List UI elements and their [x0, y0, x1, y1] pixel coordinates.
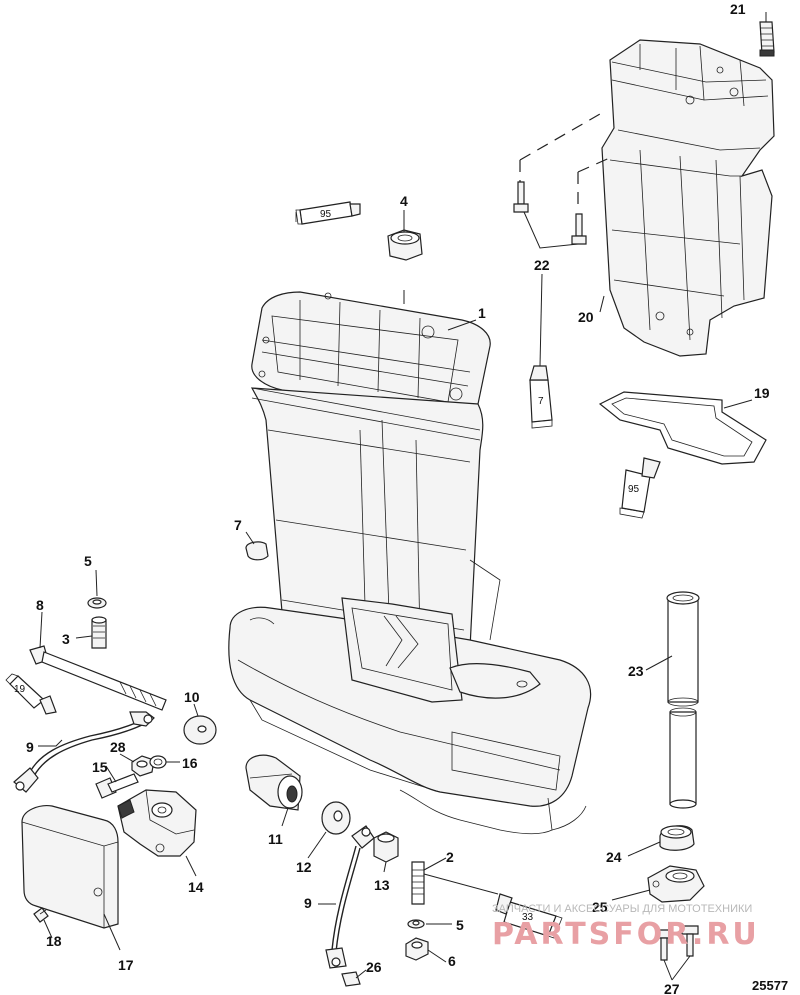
- screw-18: [33, 907, 49, 923]
- watermark-brand: PARTSFOR.RU: [492, 917, 760, 952]
- callout-28: 28: [110, 739, 126, 755]
- sealant-tube-19: [5, 673, 57, 715]
- water-tube-housing-25: [647, 865, 705, 903]
- washer-12: [321, 801, 351, 835]
- callout-5-lower: 5: [456, 917, 464, 933]
- callout-21: 21: [730, 1, 746, 17]
- callout-10: 10: [184, 689, 200, 705]
- leader-lines: [38, 12, 767, 981]
- washer-5-upper: [87, 597, 107, 609]
- tube-label-95-upper: 95: [320, 209, 332, 220]
- pad-17: [21, 805, 119, 929]
- ground-strap-9-left: [13, 711, 155, 793]
- pipe-plug-21: [759, 21, 775, 57]
- callout-5-upper: 5: [84, 553, 92, 569]
- callout-6: 6: [448, 953, 456, 969]
- washer-10: [183, 715, 217, 745]
- callout-9-right: 9: [304, 895, 312, 911]
- callout-4: 4: [400, 193, 408, 209]
- callout-25: 25: [592, 899, 608, 915]
- nut-6: [405, 937, 429, 961]
- callout-12: 12: [296, 859, 312, 875]
- washer-16: [149, 755, 167, 769]
- nut-4: [387, 229, 423, 261]
- sealant-tube-33: [495, 893, 563, 939]
- ground-strap-9-right: [325, 825, 375, 969]
- callout-11: 11: [268, 831, 283, 847]
- gasket-19: [598, 391, 767, 465]
- rubber-mount-11: [245, 754, 303, 811]
- callout-16: 16: [182, 755, 198, 771]
- watermark-tagline: ЗАПЧАСТИ И АКСЕССУАРЫ ДЛЯ МОТОТЕХНИКИ: [492, 903, 752, 915]
- callout-1: 1: [478, 305, 486, 321]
- tube-label-33: 33: [522, 912, 534, 923]
- callout-14: 14: [188, 879, 204, 895]
- callout-labels: 1 2 3 4 5 5 6 7 8 9 9 10 11 12 13 14 15 …: [26, 1, 770, 995]
- sealant-tube-95-upper: [295, 201, 361, 225]
- callout-26: 26: [366, 959, 382, 975]
- tube-label-95-lower: 95: [628, 484, 640, 495]
- callout-19: 19: [754, 385, 770, 401]
- callout-15: 15: [92, 759, 108, 775]
- callout-18: 18: [46, 933, 62, 949]
- callout-27: 27: [664, 981, 680, 995]
- callout-23: 23: [628, 663, 644, 679]
- callout-2: 2: [446, 849, 454, 865]
- screws-27: [655, 925, 699, 961]
- grommet-7: [245, 541, 269, 561]
- mount-bracket-14: [117, 789, 197, 857]
- tube-label-19: 19: [14, 684, 26, 695]
- nut-13: [373, 831, 399, 863]
- exhaust-adapter: [601, 39, 775, 357]
- sealant-tube-7: [529, 365, 553, 429]
- watermark: ЗАПЧАСТИ И АКСЕССУАРЫ ДЛЯ МОТОТЕХНИКИ PA…: [492, 903, 760, 952]
- screw-15: [95, 773, 139, 799]
- callout-13: 13: [374, 877, 390, 893]
- screw-3: [91, 616, 107, 649]
- callout-3: 3: [62, 631, 70, 647]
- nut-28: [131, 755, 155, 777]
- screws-22: [513, 113, 615, 245]
- water-tube-23: [666, 591, 700, 809]
- tube-label-7: 7: [538, 396, 544, 407]
- tube-labels: 95 7 95 19 33: [14, 209, 640, 923]
- stud-2: [411, 861, 425, 905]
- sealant-tube-95-lower: [619, 457, 661, 519]
- washer-5-lower: [407, 919, 425, 929]
- callout-20: 20: [578, 309, 594, 325]
- callout-22: 22: [534, 257, 550, 273]
- callout-9-left: 9: [26, 739, 34, 755]
- callout-17: 17: [118, 957, 134, 973]
- seal-24: [659, 825, 695, 851]
- screw-26: [341, 971, 361, 987]
- diagram-reference-number: 25577: [752, 978, 788, 993]
- callout-8: 8: [36, 597, 44, 613]
- callout-24: 24: [606, 849, 622, 865]
- driveshaft-housing: [228, 291, 592, 835]
- long-bolt-8: [29, 645, 167, 711]
- callout-7-upper: 7: [234, 517, 242, 533]
